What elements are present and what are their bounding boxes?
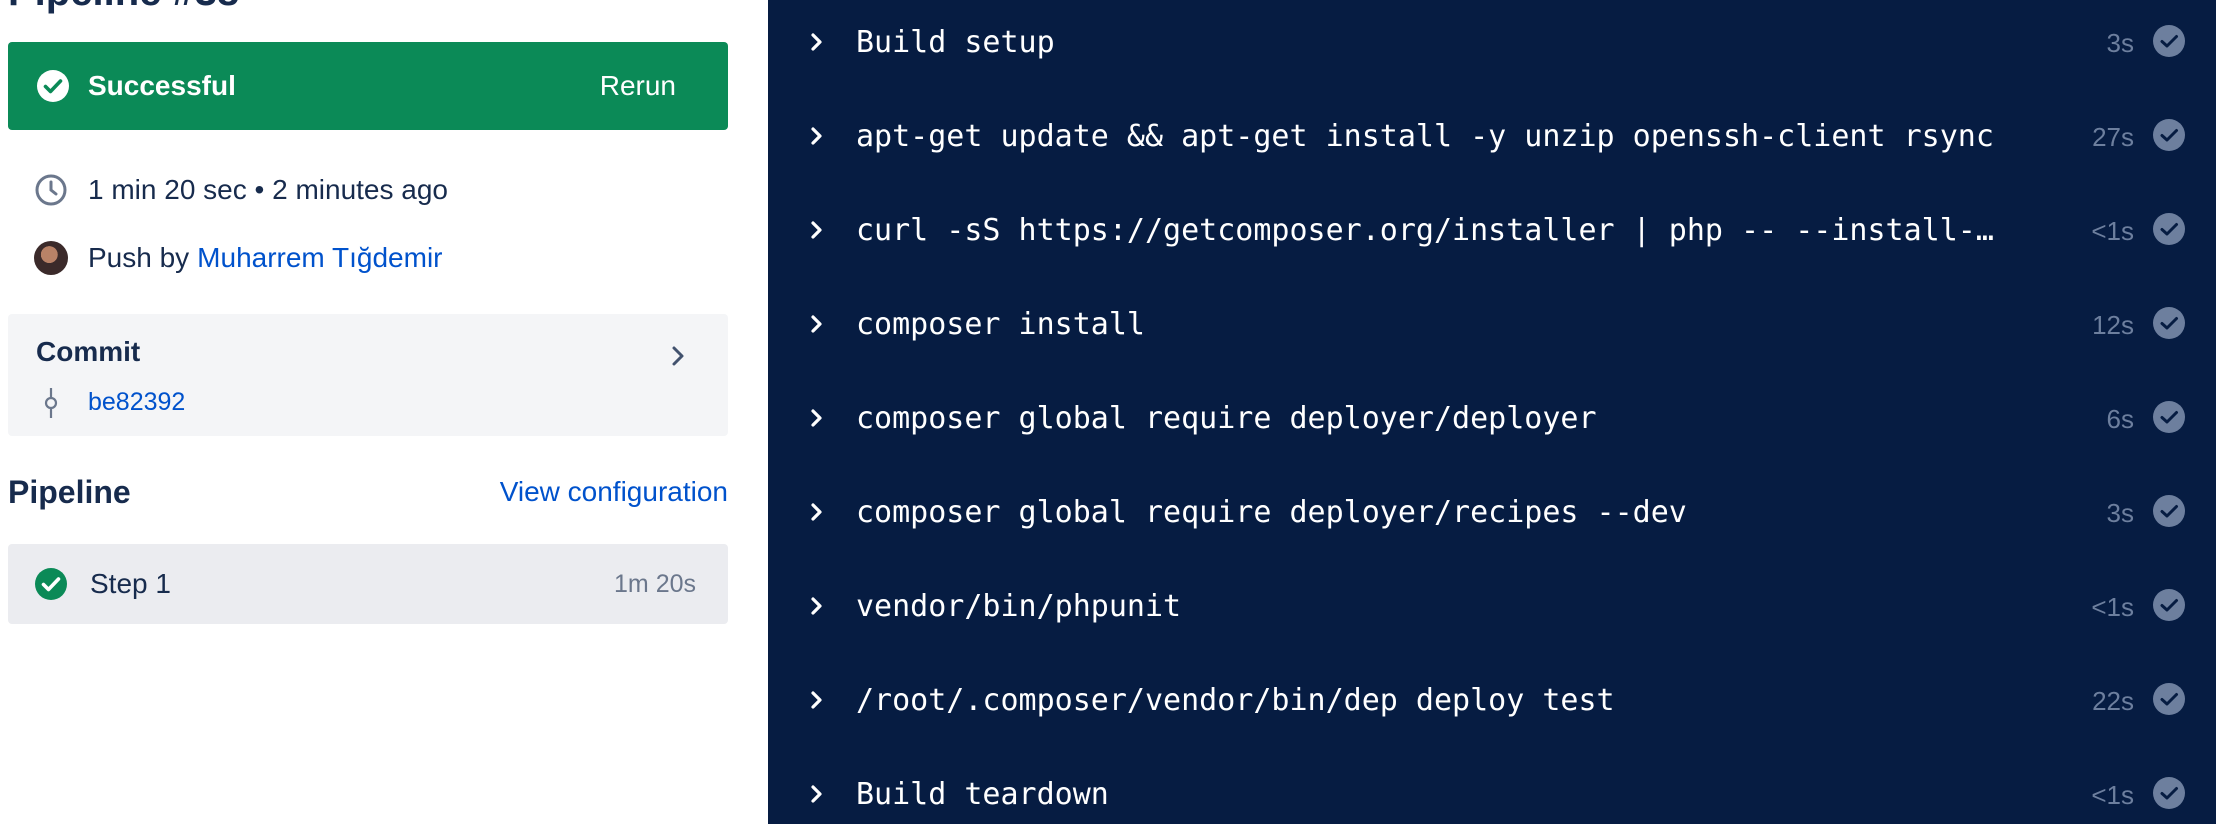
log-step-row[interactable]: apt-get update && apt-get install -y unz…: [768, 90, 2216, 184]
chevron-right-icon: [811, 691, 822, 709]
log-step-row[interactable]: Build teardown <1s: [768, 748, 2216, 824]
log-duration: 22s: [2092, 686, 2134, 716]
log-step-row[interactable]: composer global require deployer/recipes…: [768, 466, 2216, 560]
chevron-right-icon: [811, 221, 822, 239]
log-step-row[interactable]: composer global require deployer/deploye…: [768, 372, 2216, 466]
log-duration: <1s: [2091, 592, 2134, 622]
chevron-right-icon: [811, 127, 822, 145]
check-circle-icon: [37, 70, 69, 102]
log-duration: 3s: [2106, 28, 2134, 58]
log-command: composer global require deployer/recipes…: [856, 495, 1687, 530]
log-command: composer global require deployer/deploye…: [856, 401, 1597, 436]
log-command: curl -sS https://getcomposer.org/install…: [856, 213, 1996, 248]
log-step-row[interactable]: composer install 12s: [768, 278, 2216, 372]
log-command: Build setup: [856, 25, 1055, 60]
log-step-row[interactable]: /root/.composer/vendor/bin/dep deploy te…: [768, 654, 2216, 748]
push-prefix: Push by: [88, 242, 190, 273]
log-duration: 12s: [2092, 310, 2134, 340]
chevron-right-icon: [811, 315, 822, 333]
pipeline-heading: Pipeline: [8, 474, 131, 510]
check-circle-icon: [2153, 119, 2185, 151]
build-log-panel: Build setup 3s apt-get update && apt-get…: [768, 0, 2216, 824]
log-step-row[interactable]: vendor/bin/phpunit <1s: [768, 560, 2216, 654]
clock-icon: [34, 173, 68, 207]
commit-hash-link[interactable]: be82392: [88, 388, 186, 416]
commit-icon: [44, 388, 58, 418]
chevron-right-icon: [811, 33, 822, 51]
chevron-right-icon: [811, 503, 822, 521]
pipeline-header: Pipeline View configuration: [8, 470, 728, 516]
step-duration: 1m 20s: [614, 570, 696, 598]
duration-row: 1 min 20 sec • 2 minutes ago: [34, 170, 448, 210]
check-circle-icon: [2153, 25, 2185, 57]
log-command: /root/.composer/vendor/bin/dep deploy te…: [856, 683, 1615, 718]
check-circle-icon: [2153, 589, 2185, 621]
log-command: Build teardown: [856, 777, 1109, 812]
check-circle-icon: [2153, 213, 2185, 245]
log-step-row[interactable]: curl -sS https://getcomposer.org/install…: [768, 184, 2216, 278]
log-duration: 6s: [2106, 404, 2134, 434]
duration-text: 1 min 20 sec • 2 minutes ago: [88, 174, 448, 205]
chevron-right-icon: [811, 785, 822, 803]
check-circle-icon: [2153, 401, 2185, 433]
log-duration: 27s: [2092, 122, 2134, 152]
avatar: [34, 241, 68, 275]
log-command: composer install: [856, 307, 1145, 342]
chevron-right-icon[interactable]: [668, 344, 688, 368]
log-duration: 3s: [2106, 498, 2134, 528]
check-circle-icon: [2153, 307, 2185, 339]
log-command: apt-get update && apt-get install -y unz…: [856, 119, 1994, 154]
page-title: Pipeline #38: [8, 0, 239, 15]
chevron-right-icon: [811, 597, 822, 615]
chevron-right-icon: [811, 409, 822, 427]
check-circle-icon: [2153, 777, 2185, 809]
commit-title: Commit: [36, 336, 141, 367]
check-circle-icon: [2153, 495, 2185, 527]
check-circle-icon: [35, 568, 67, 600]
status-label: Successful: [88, 70, 236, 101]
status-banner: Successful Rerun: [8, 42, 728, 130]
view-configuration-link[interactable]: View configuration: [499, 476, 728, 507]
step-item[interactable]: Step 1 1m 20s: [8, 544, 728, 624]
check-circle-icon: [2153, 683, 2185, 715]
rerun-button[interactable]: Rerun: [599, 70, 676, 101]
log-command: vendor/bin/phpunit: [856, 589, 1182, 624]
pipeline-summary-panel: Pipeline #38 Successful Rerun 1 min 20 s…: [0, 0, 768, 824]
push-row: Push by Muharrem Tığdemir: [34, 238, 443, 278]
author-link[interactable]: Muharrem Tığdemir: [197, 242, 443, 273]
log-duration: <1s: [2091, 216, 2134, 246]
log-duration: <1s: [2091, 780, 2134, 810]
step-name: Step 1: [90, 568, 171, 599]
commit-card[interactable]: Commit be82392: [8, 314, 728, 436]
log-step-row[interactable]: Build setup 3s: [768, 0, 2216, 90]
